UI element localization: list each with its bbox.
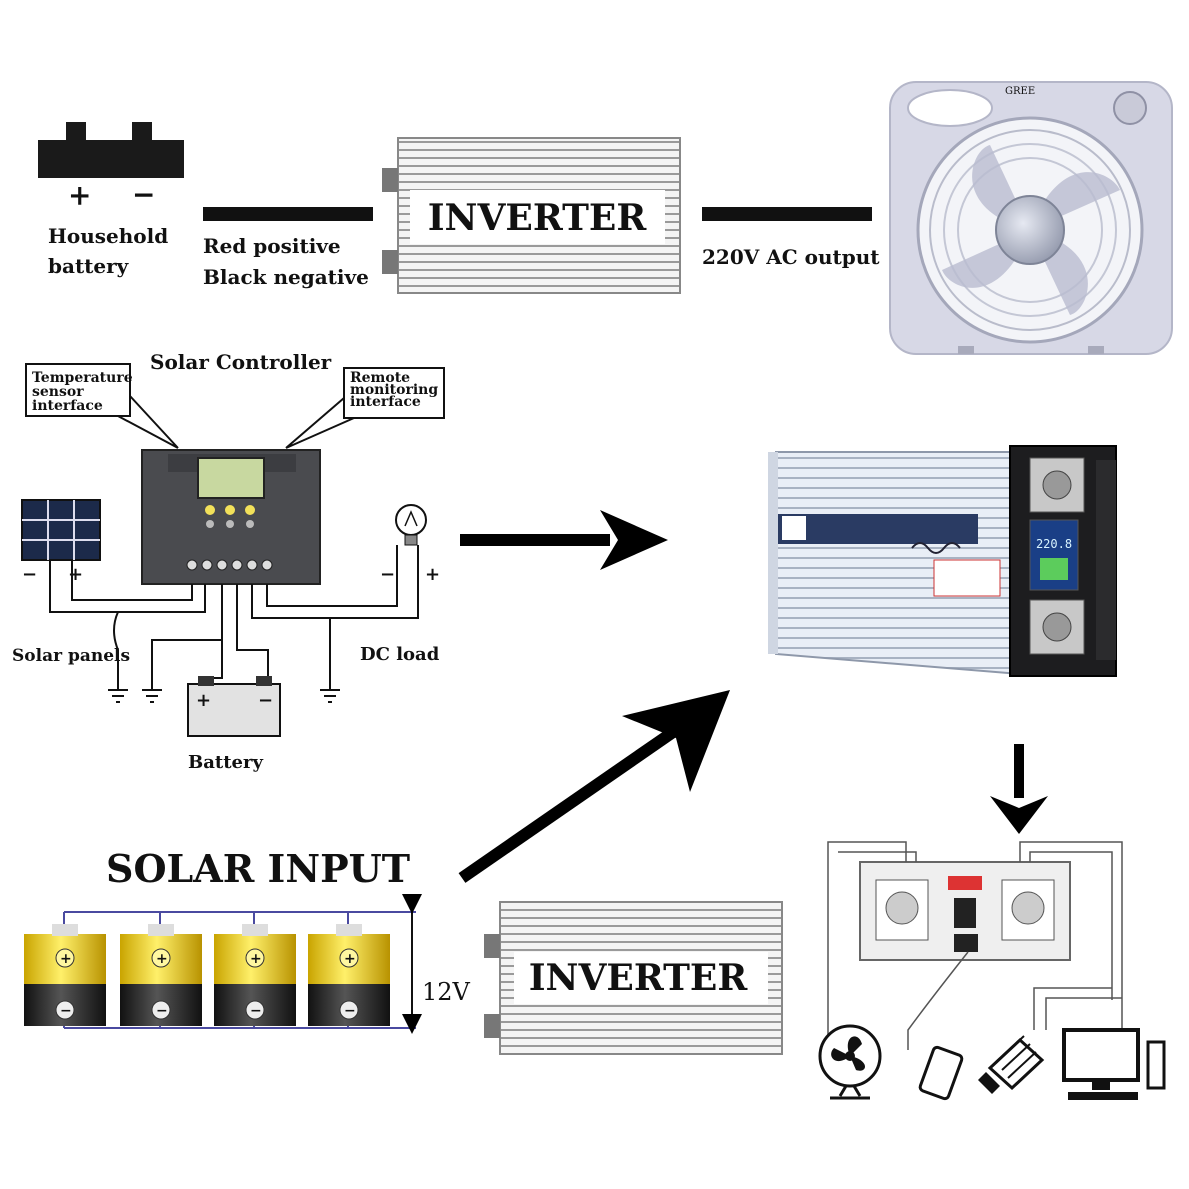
- battery-cell-bank: + − + − + − + − 12V: [24, 894, 471, 1034]
- solar-panel-icon: [21, 499, 101, 561]
- panel-minus: −: [22, 564, 37, 585]
- fan-hub: [995, 195, 1065, 265]
- bottom-inverter: INVERTER: [484, 901, 783, 1055]
- cell-3-minus: −: [250, 1003, 262, 1019]
- battery-cable: [203, 207, 373, 221]
- cell-1-plus: +: [60, 951, 72, 967]
- fan-knob: [1113, 91, 1147, 125]
- wire-label-line1: Red positive: [203, 234, 341, 258]
- cell-4-minus: −: [344, 1003, 356, 1019]
- remote-monitoring-callout: [343, 367, 445, 419]
- cell-1-minus: −: [60, 1003, 72, 1019]
- top-inverter-label: INVERTER: [428, 197, 648, 239]
- fan-brand: GREE: [1005, 86, 1035, 97]
- remote-callout-line1: Remote: [350, 370, 410, 386]
- cell-3: [214, 924, 296, 1026]
- temperature-callout: [25, 363, 131, 417]
- load-minus: −: [380, 564, 395, 585]
- solar-controller-diagram: Solar Controller Temperature sensor inte…: [12, 350, 445, 773]
- top-inverter: INVERTER: [382, 137, 681, 294]
- remote-callout-line3: interface: [350, 394, 421, 410]
- dc-load-label: DC load: [360, 644, 440, 665]
- cell-2: [120, 924, 202, 1026]
- battery-label-line1: Household: [48, 224, 168, 248]
- panel-plus: +: [68, 564, 83, 585]
- load-wiring-schematic: [818, 841, 1166, 1101]
- temperature-callout-line2: sensor: [32, 384, 84, 400]
- cell-3-plus: +: [250, 951, 262, 967]
- battery-minus-sign: −: [132, 178, 155, 211]
- remote-callout-line2: monitoring: [350, 382, 438, 398]
- controller-title: Solar Controller: [150, 350, 332, 374]
- inverter-brand-stripe: [778, 514, 978, 544]
- battery-plus-sign: +: [68, 179, 91, 212]
- household-battery: + − Household battery: [38, 122, 184, 278]
- battery-label-line2: battery: [48, 254, 130, 278]
- fan-load-icon: [818, 1024, 882, 1100]
- ac-output-label: 220V AC output: [702, 245, 880, 269]
- cell-4-plus: +: [344, 951, 356, 967]
- phone-load-icon: [918, 1045, 964, 1101]
- controller-wiring: [49, 545, 419, 703]
- computer-load-icon: [1062, 1028, 1166, 1100]
- arrow-inverter-to-loads: [990, 744, 1048, 834]
- wire-label-line2: Black negative: [203, 265, 369, 289]
- controller-battery-label: Battery: [188, 752, 263, 773]
- temperature-callout-line1: Temperature: [32, 370, 133, 386]
- cell-2-plus: +: [156, 951, 168, 967]
- ctrl-battery-minus: −: [258, 690, 273, 711]
- ctrl-battery-plus: +: [196, 690, 211, 711]
- solar-panels-label: Solar panels: [12, 646, 130, 666]
- voltage-label: 12V: [422, 978, 471, 1006]
- inverter-product-photo: 220.8: [768, 445, 1117, 677]
- inverter-display-value: 220.8: [1036, 537, 1072, 551]
- temperature-callout-line3: interface: [32, 398, 103, 414]
- load-plus: +: [425, 564, 440, 585]
- controller-battery: [187, 676, 281, 737]
- cell-2-minus: −: [156, 1003, 168, 1019]
- arrow-solar-to-inverter: [458, 690, 730, 883]
- bottom-inverter-label: INVERTER: [529, 957, 749, 999]
- cell-1: [24, 924, 106, 1026]
- box-fan: GREE: [889, 81, 1173, 355]
- cell-4: [308, 924, 390, 1026]
- bulb-load-icon: [978, 1035, 1045, 1094]
- dc-load-bulb-icon: [395, 504, 427, 546]
- solar-input-title: SOLAR INPUT: [106, 846, 410, 891]
- ac-output-cable: [702, 207, 872, 221]
- controller-lcd: [197, 457, 265, 499]
- arrow-controller-to-inverter: [460, 510, 668, 570]
